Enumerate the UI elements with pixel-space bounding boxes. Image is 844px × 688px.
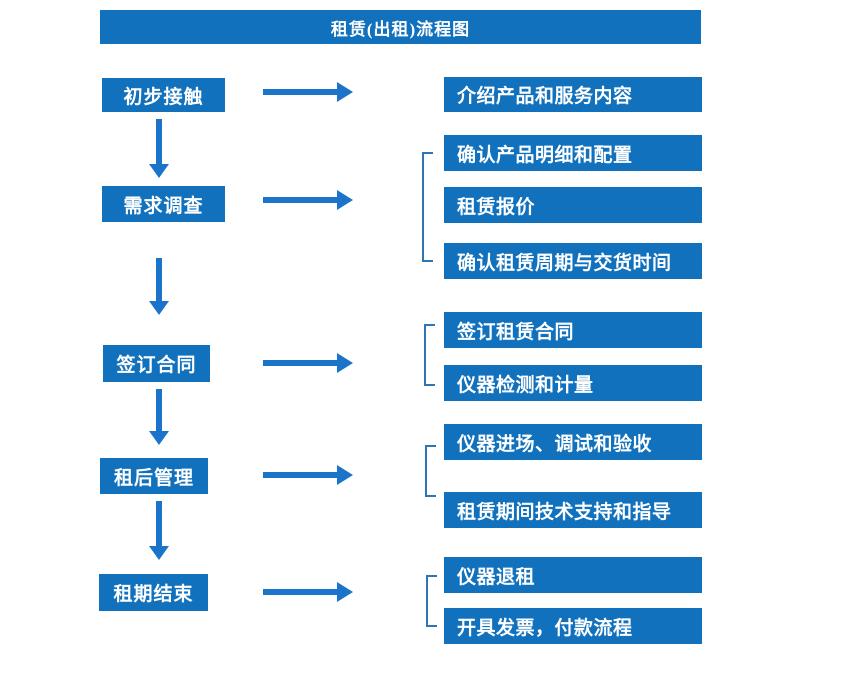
- arrow-right-icon: [263, 190, 353, 210]
- group-bracket-icon: [426, 575, 437, 627]
- detail-box-introduce-products: 介绍产品和服务内容: [444, 77, 702, 112]
- detail-box-invoice-payment: 开具发票，付款流程: [444, 608, 702, 644]
- arrow-right-icon: [263, 353, 353, 373]
- detail-box-confirm-product-details: 确认产品明细和配置: [444, 135, 702, 171]
- arrow-down-icon: [149, 389, 169, 445]
- group-bracket-icon: [425, 445, 436, 497]
- arrow-right-icon: [263, 465, 353, 485]
- step-box-demand-survey: 需求调查: [102, 186, 225, 222]
- detail-box-sign-rental-contract: 签订租赁合同: [444, 312, 702, 348]
- detail-box-technical-support: 租赁期间技术支持和指导: [444, 492, 702, 528]
- flowchart-title: 租赁(出租)流程图: [100, 10, 701, 44]
- detail-box-rental-quotation: 租赁报价: [444, 187, 702, 223]
- group-bracket-icon: [422, 152, 433, 262]
- detail-box-instrument-arrival: 仪器进场、调试和验收: [444, 424, 702, 460]
- step-box-lease-end: 租期结束: [99, 574, 208, 611]
- arrow-down-icon: [149, 258, 169, 315]
- step-box-post-rental-management: 租后管理: [100, 458, 208, 494]
- arrow-right-icon: [263, 582, 353, 602]
- step-box-sign-contract: 签订合同: [103, 345, 210, 382]
- arrow-right-icon: [263, 82, 353, 102]
- group-bracket-icon: [424, 324, 435, 386]
- step-box-initial-contact: 初步接触: [102, 78, 225, 112]
- detail-box-confirm-rental-period: 确认租赁周期与交货时间: [444, 243, 702, 279]
- detail-box-instrument-testing: 仪器检测和计量: [444, 365, 702, 401]
- arrow-down-icon: [149, 119, 169, 178]
- detail-box-instrument-return: 仪器退租: [444, 557, 702, 593]
- arrow-down-icon: [149, 501, 169, 560]
